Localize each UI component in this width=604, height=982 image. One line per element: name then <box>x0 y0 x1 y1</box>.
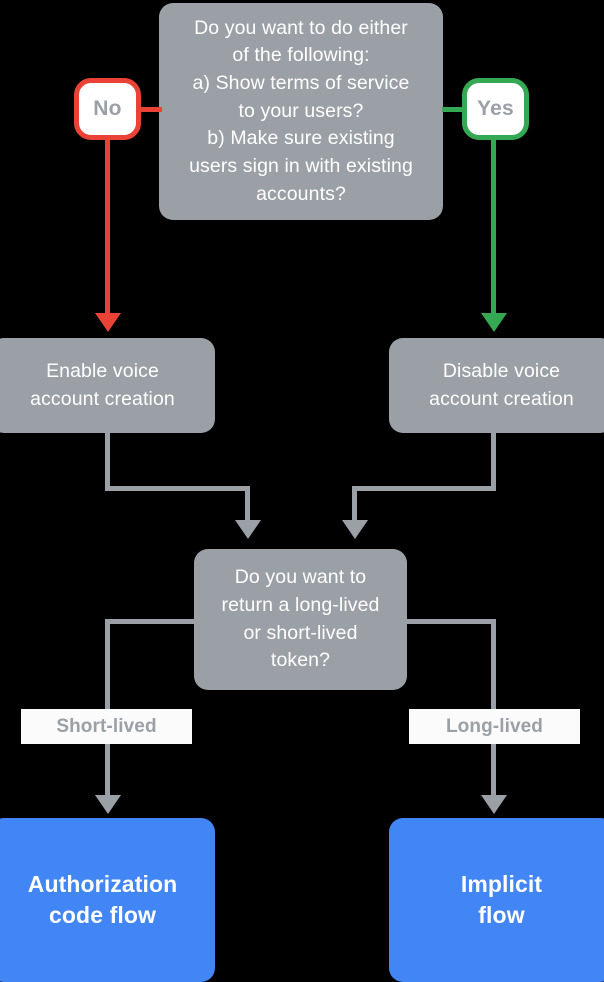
connector-no-to-enable-line <box>105 140 110 315</box>
node-authorization-code-flow-text: Authorization code flow <box>27 871 178 928</box>
connector-question-to-no <box>140 107 162 112</box>
node-question-top[interactable]: Do you want to do either of the followin… <box>159 3 443 220</box>
node-disable-voice-text: Disable voice account creation <box>429 359 574 410</box>
node-question-token-text: Do you want to return a long-lived or sh… <box>221 566 380 672</box>
node-question-top-text: Do you want to do either of the followin… <box>189 16 413 205</box>
connector-disable-to-token-drop <box>352 486 357 522</box>
connector-yes-to-disable-arrow <box>480 313 507 332</box>
edge-label-long-lived-text: Long-lived <box>445 715 544 737</box>
chip-yes[interactable]: Yes <box>462 78 529 140</box>
connector-enable-to-token-drop <box>245 486 250 522</box>
connector-token-left-horizontal <box>105 619 195 624</box>
node-implicit-flow-text: Implicit flow <box>460 871 543 928</box>
node-enable-voice-text: Enable voice account creation <box>30 359 175 410</box>
chip-yes-label: Yes <box>477 97 514 120</box>
connector-enable-drop <box>105 432 110 490</box>
edge-label-long-lived: Long-lived <box>409 709 580 744</box>
connector-disable-drop <box>491 432 496 490</box>
edge-label-short-lived-text: Short-lived <box>56 715 157 737</box>
node-implicit-flow[interactable]: Implicit flow <box>389 818 604 982</box>
chip-no[interactable]: No <box>74 78 141 140</box>
connector-no-to-enable-arrow <box>94 313 121 332</box>
node-enable-voice[interactable]: Enable voice account creation <box>0 338 215 433</box>
connector-token-to-auth-arrow <box>94 795 121 814</box>
connector-disable-to-token-arrow <box>341 520 368 539</box>
connector-yes-to-disable-line <box>491 140 496 315</box>
connector-question-to-yes <box>442 107 464 112</box>
node-disable-voice[interactable]: Disable voice account creation <box>389 338 604 433</box>
connector-token-right-horizontal <box>406 619 496 624</box>
node-authorization-code-flow[interactable]: Authorization code flow <box>0 818 215 982</box>
connector-token-to-implicit-arrow <box>480 795 507 814</box>
node-question-token[interactable]: Do you want to return a long-lived or sh… <box>194 549 407 690</box>
chip-no-label: No <box>93 97 122 120</box>
connector-disable-horizontal <box>352 486 496 491</box>
connector-enable-horizontal <box>105 486 250 491</box>
connector-enable-to-token-arrow <box>234 520 261 539</box>
edge-label-short-lived: Short-lived <box>21 709 192 744</box>
